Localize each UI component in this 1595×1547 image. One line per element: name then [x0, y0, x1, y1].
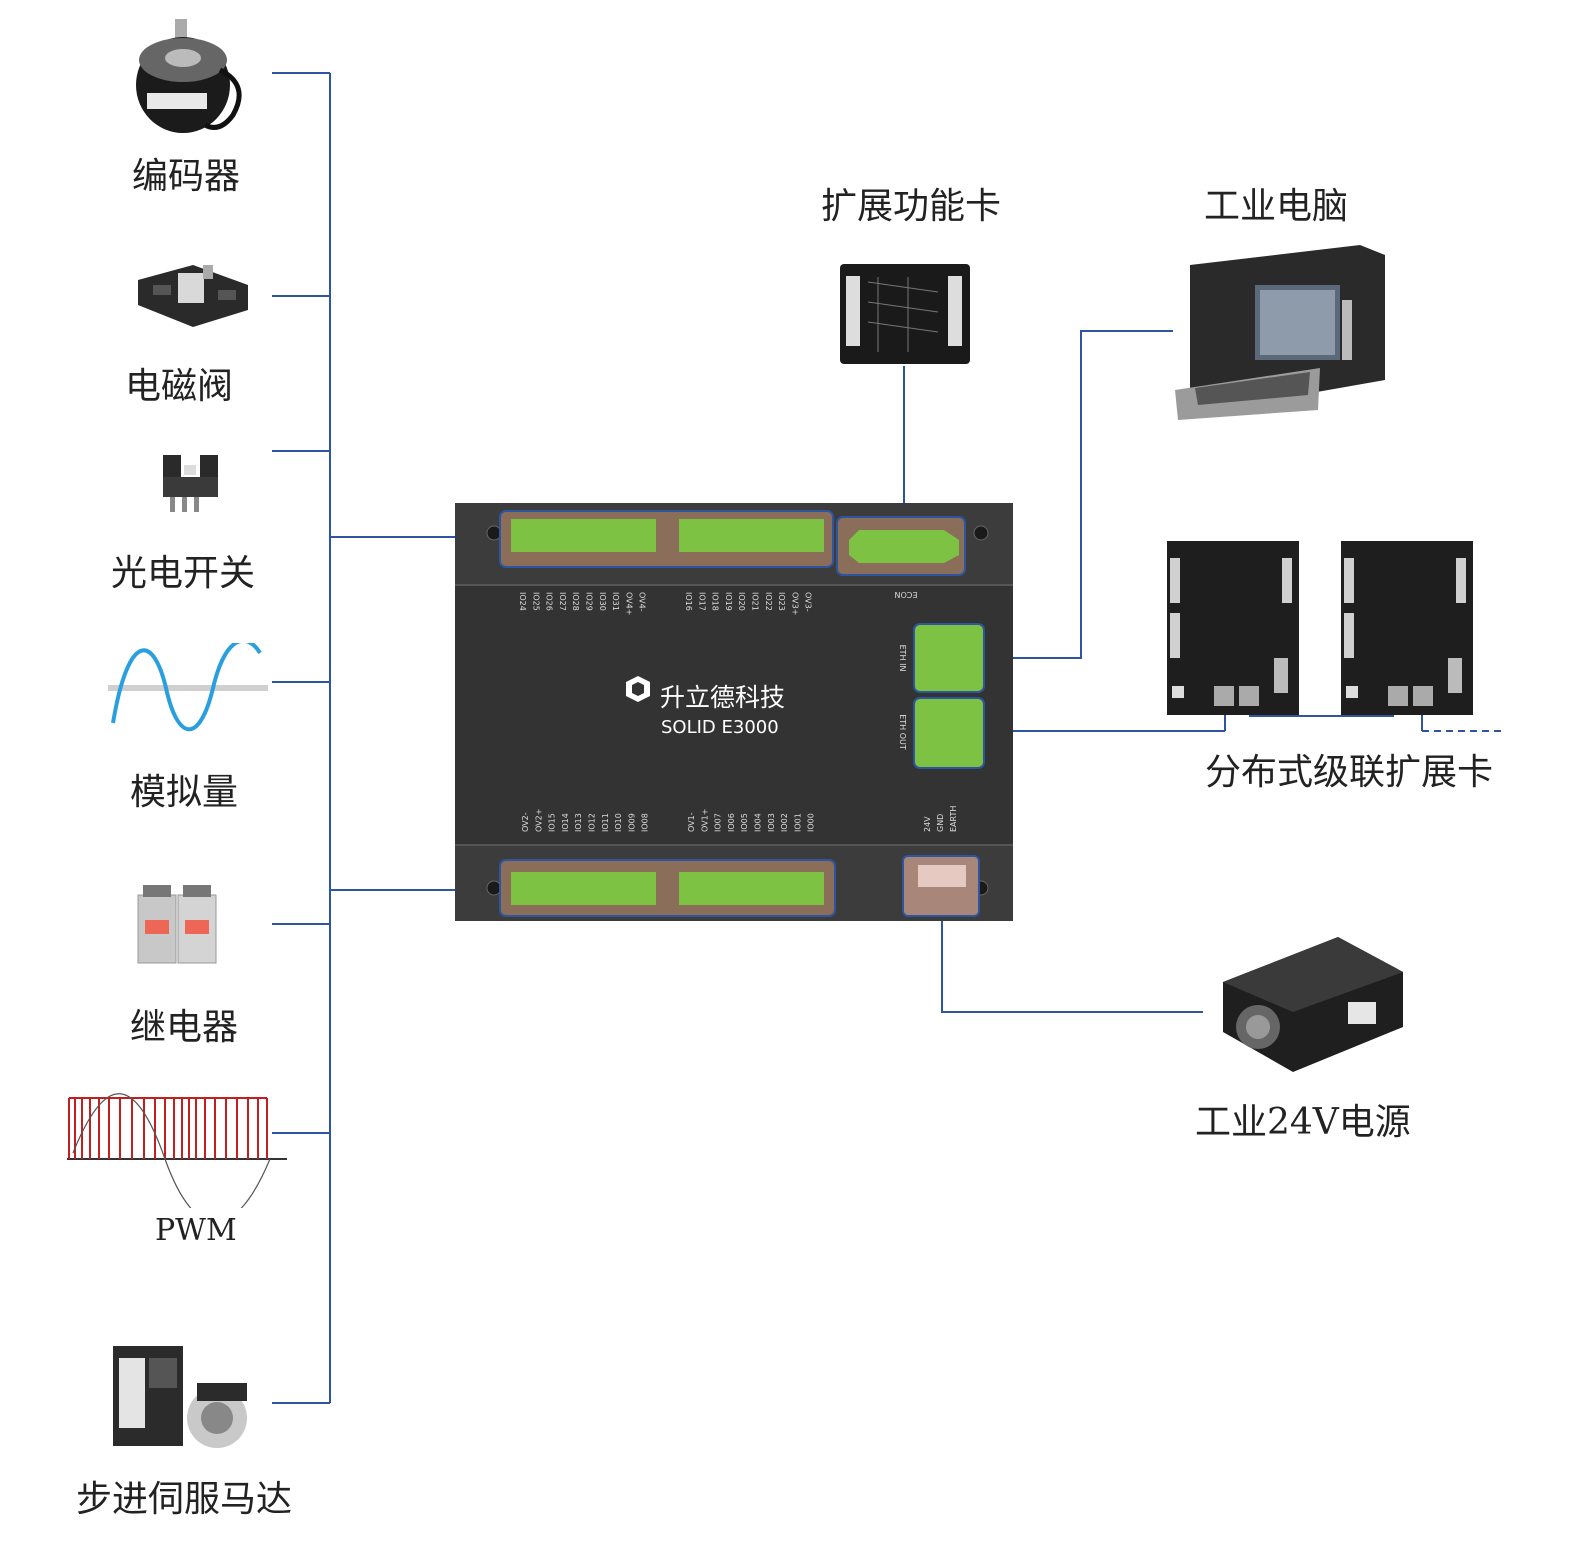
pin-label: IO30 — [598, 592, 607, 611]
pin-label: EARTH — [949, 806, 958, 832]
pin-label: OV1+ — [700, 809, 709, 832]
pin-label: IO00 — [807, 813, 816, 832]
power-supply-icon — [1223, 937, 1403, 1072]
power-link — [941, 920, 1203, 1013]
power-supply-label: 工业24V电源 — [1195, 1102, 1411, 1143]
cascade-card-label: 分布式级联扩展卡 — [1205, 752, 1494, 793]
pin-label: IO20 — [737, 592, 746, 611]
controller-brand: 升立德科技 — [660, 683, 786, 712]
pin-label: IO16 — [684, 592, 693, 611]
pin-label: IO09 — [627, 813, 636, 832]
eth-out-port — [913, 697, 985, 769]
pin-label: IO15 — [548, 813, 557, 832]
solenoid-valve-label: 电磁阀 — [125, 366, 234, 407]
pin-label: IO06 — [727, 813, 736, 832]
pin-label: IO01 — [793, 813, 802, 832]
servo-motor-icon — [113, 1346, 247, 1448]
industrial-pc-label: 工业电脑 — [1204, 186, 1349, 227]
pin-label: IO14 — [561, 813, 570, 832]
controller-model: SOLID E3000 — [661, 717, 779, 738]
expansion-card-label: 扩展功能卡 — [821, 186, 1002, 227]
eth-out-label: ETH OUT — [898, 714, 907, 750]
photo-switch-icon — [163, 455, 218, 512]
relay-icon — [137, 885, 217, 964]
analog-label: 模拟量 — [130, 772, 239, 813]
pin-label: IO02 — [780, 813, 789, 832]
solenoid-valve-icon — [138, 265, 248, 327]
pin-label: IO27 — [558, 592, 567, 611]
sine-wave-icon — [108, 643, 268, 732]
encoder-label: 编码器 — [132, 156, 241, 197]
pin-label: IO08 — [641, 813, 650, 832]
pin-label: IO18 — [711, 592, 720, 611]
servo-motor-label: 步进伺服马达 — [76, 1479, 293, 1520]
pin-label: IO23 — [777, 592, 786, 611]
pin-label: IO07 — [714, 813, 723, 832]
pin-label: OV1- — [687, 812, 696, 832]
pin-label: OV4- — [638, 592, 647, 612]
pin-label: IO25 — [531, 592, 540, 611]
econ-label: ECON — [895, 590, 918, 599]
top-io-connector-b — [679, 519, 824, 552]
relay-label: 继电器 — [130, 1007, 239, 1048]
pin-label: IO10 — [614, 813, 623, 832]
pin-label: IO13 — [574, 813, 583, 832]
pin-label: IO03 — [767, 813, 776, 832]
pin-label: IO05 — [740, 813, 749, 832]
pin-label: IO29 — [585, 592, 594, 611]
pin-label: IO22 — [764, 592, 773, 611]
pin-label: IO28 — [571, 592, 580, 611]
pc-link — [1010, 330, 1173, 659]
pwm-label: PWM — [155, 1213, 237, 1248]
pin-label: IO24 — [518, 592, 527, 611]
pin-label: IO19 — [724, 592, 733, 611]
pin-label: OV3- — [804, 592, 813, 612]
cascade-card-2-icon — [1341, 541, 1473, 715]
eth-in-port — [913, 623, 985, 693]
controller-board: IO24 IO25 IO26 IO27 IO28 IO29 IO30 IO31 OV4+ OV4-… — [455, 503, 1013, 921]
pin-label: OV2- — [521, 812, 530, 832]
cascade-card-1-icon — [1167, 541, 1299, 715]
pin-label: GND — [936, 814, 945, 832]
pin-label: IO31 — [611, 592, 620, 611]
top-io-connector-a — [511, 519, 656, 552]
brand-logo-icon — [626, 676, 650, 702]
pin-label: IO12 — [588, 813, 597, 832]
eth-in-label: ETH IN — [898, 645, 907, 672]
pwm-signal-icon — [67, 1093, 287, 1208]
pin-label: IO17 — [697, 592, 706, 611]
bottom-io-connector-a — [511, 872, 656, 905]
photo-switch-label: 光电开关 — [111, 553, 256, 594]
pin-label: OV3+ — [790, 592, 799, 615]
pin-label: OV4+ — [624, 592, 633, 615]
pin-label: IO04 — [754, 813, 763, 832]
pin-label: IO26 — [545, 592, 554, 611]
industrial-pc-icon — [1175, 245, 1385, 420]
encoder-icon — [136, 19, 242, 133]
pin-label: 24V — [923, 816, 932, 832]
pin-label: IO21 — [751, 592, 760, 611]
econ-port — [849, 530, 959, 563]
pin-label: IO11 — [601, 813, 610, 832]
pin-label: OV2+ — [534, 809, 543, 832]
bottom-io-connector-b — [679, 872, 824, 905]
expansion-card-icon — [840, 264, 970, 364]
